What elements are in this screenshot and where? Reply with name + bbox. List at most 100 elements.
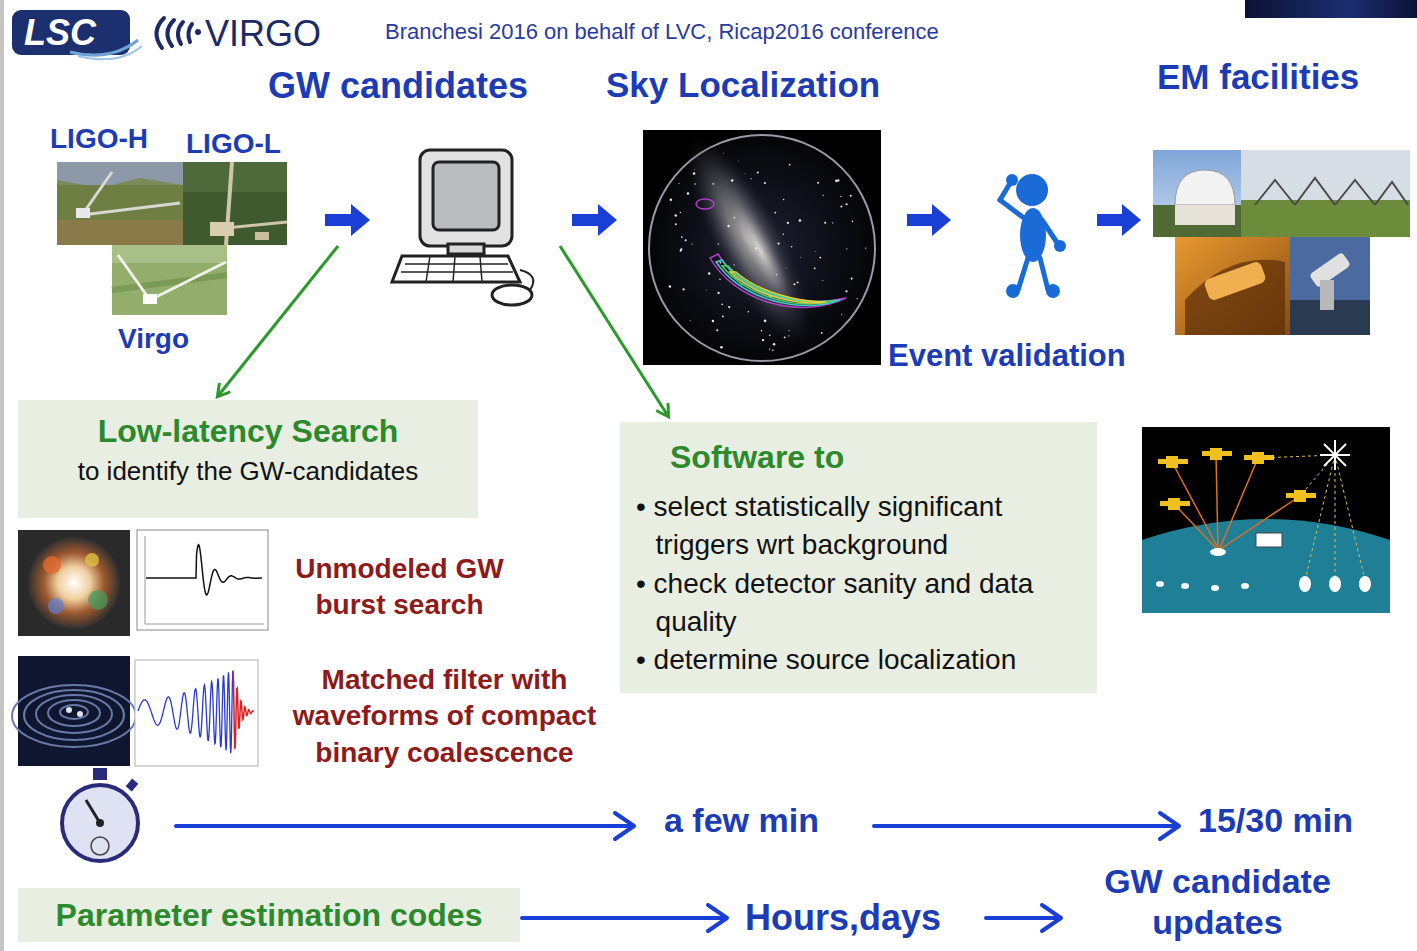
ligo-livingston-photo <box>183 162 287 245</box>
person-icon <box>1006 174 1018 186</box>
sky-map <box>712 183 714 185</box>
ligo-hanford-photo <box>57 162 183 188</box>
em-facility-photos <box>1295 178 1335 205</box>
em-facility-photos <box>1241 200 1410 237</box>
sky-map <box>722 266 834 304</box>
computer-icon <box>433 162 499 230</box>
sky-map <box>716 329 718 331</box>
sky-map <box>846 203 848 205</box>
burst-waveform-plot <box>145 536 146 624</box>
sky-map <box>710 254 846 307</box>
satellite-network-picture <box>1335 455 1336 580</box>
flow-arrow <box>325 204 370 236</box>
sky-map <box>712 320 714 322</box>
satellite-network-picture <box>1156 548 1371 592</box>
sky-map <box>783 199 784 200</box>
page-edge <box>0 0 4 951</box>
box-text: to identify the GW-candidates <box>32 456 464 487</box>
binary-inspiral-picture <box>36 695 112 733</box>
sky-map <box>734 217 736 219</box>
em-facility-photos <box>1153 150 1410 335</box>
satellite-network-picture <box>1220 458 1258 548</box>
virgo-logo <box>167 20 174 46</box>
computer-icon <box>453 256 455 282</box>
sky-map <box>823 195 824 196</box>
timeline-arrow <box>986 916 1060 920</box>
sky-map <box>772 349 774 351</box>
sky-map <box>791 246 793 248</box>
person-icon <box>1018 258 1028 290</box>
em-facility-photos <box>1175 205 1235 225</box>
em-facility-photos <box>1320 280 1334 310</box>
sky-map <box>788 335 789 336</box>
sky-map <box>799 219 802 222</box>
virgo-photo <box>112 245 227 263</box>
sky-map <box>727 225 729 227</box>
ligo-hanford-photo <box>57 220 183 245</box>
satellite-network-picture <box>1210 548 1226 556</box>
supernova-picture <box>48 598 64 614</box>
sky-map <box>758 254 760 256</box>
sky-map <box>649 135 875 361</box>
stopwatch-icon <box>86 800 100 823</box>
virgo-photo <box>112 245 227 315</box>
sky-map <box>680 250 682 252</box>
satellite-network-picture <box>1256 533 1282 547</box>
computer-icon <box>448 244 484 254</box>
em-facility-photos <box>1175 237 1290 335</box>
sky-map <box>850 195 852 197</box>
binary-inspiral-picture <box>12 656 136 766</box>
pointer-arrow <box>218 246 338 396</box>
sky-map <box>851 278 853 280</box>
virgo-photo <box>112 275 227 290</box>
sky-map <box>693 168 695 170</box>
virgo-photo <box>112 245 227 315</box>
sky-map <box>777 243 779 245</box>
satellite-network-picture <box>1160 501 1190 506</box>
sky-map <box>819 257 821 259</box>
ligo-livingston-photo <box>210 222 234 236</box>
box-heading: Parameter estimation codes <box>30 896 508 934</box>
detector-name: LIGO-H <box>50 122 148 156</box>
em-facility-photos <box>1375 182 1408 205</box>
computer-icon <box>420 150 512 246</box>
supernova-picture <box>85 553 99 567</box>
sky-map <box>761 330 762 331</box>
sky-map <box>852 220 854 222</box>
satellite-network-picture <box>1335 455 1365 580</box>
software-box: Software to• select statistically signif… <box>620 422 1097 693</box>
sky-map <box>773 343 776 346</box>
sky-map <box>717 243 719 245</box>
computer-icon <box>392 150 533 305</box>
timeline-arrow <box>1160 813 1179 839</box>
virgo-logo <box>178 22 183 44</box>
timeline-arrow <box>522 916 726 920</box>
sky-map <box>722 315 724 317</box>
stopwatch-icon <box>62 768 138 861</box>
timeline-arrow <box>176 824 633 828</box>
em-facility-photos <box>1255 180 1295 205</box>
virgo-photo <box>118 255 150 300</box>
satellite-network-picture <box>1156 581 1164 587</box>
binary-inspiral-picture <box>66 707 72 713</box>
box-text: • check detector sanity and data quality <box>636 565 1067 641</box>
burst-waveform-plot <box>137 530 268 630</box>
logo-text: VIRGO <box>205 12 321 55</box>
satellite-network-picture <box>1241 583 1249 589</box>
satellite-network-picture <box>1329 576 1341 592</box>
virgo-photo <box>143 294 157 304</box>
sky-map <box>705 289 707 291</box>
sky-map <box>728 306 730 308</box>
sky-map <box>731 179 733 181</box>
sky-map <box>846 248 847 249</box>
time-label: a few min <box>664 800 819 841</box>
chirp-waveform-plot <box>135 660 258 766</box>
sky-map <box>840 205 842 207</box>
sky-map <box>691 244 692 245</box>
binary-inspiral-picture <box>48 700 100 726</box>
sky-map <box>776 274 777 275</box>
ligo-hanford-photo <box>57 185 183 245</box>
satellite-network-picture <box>1244 455 1274 460</box>
sky-map <box>708 272 710 274</box>
ligo-hanford-photo <box>76 208 90 218</box>
